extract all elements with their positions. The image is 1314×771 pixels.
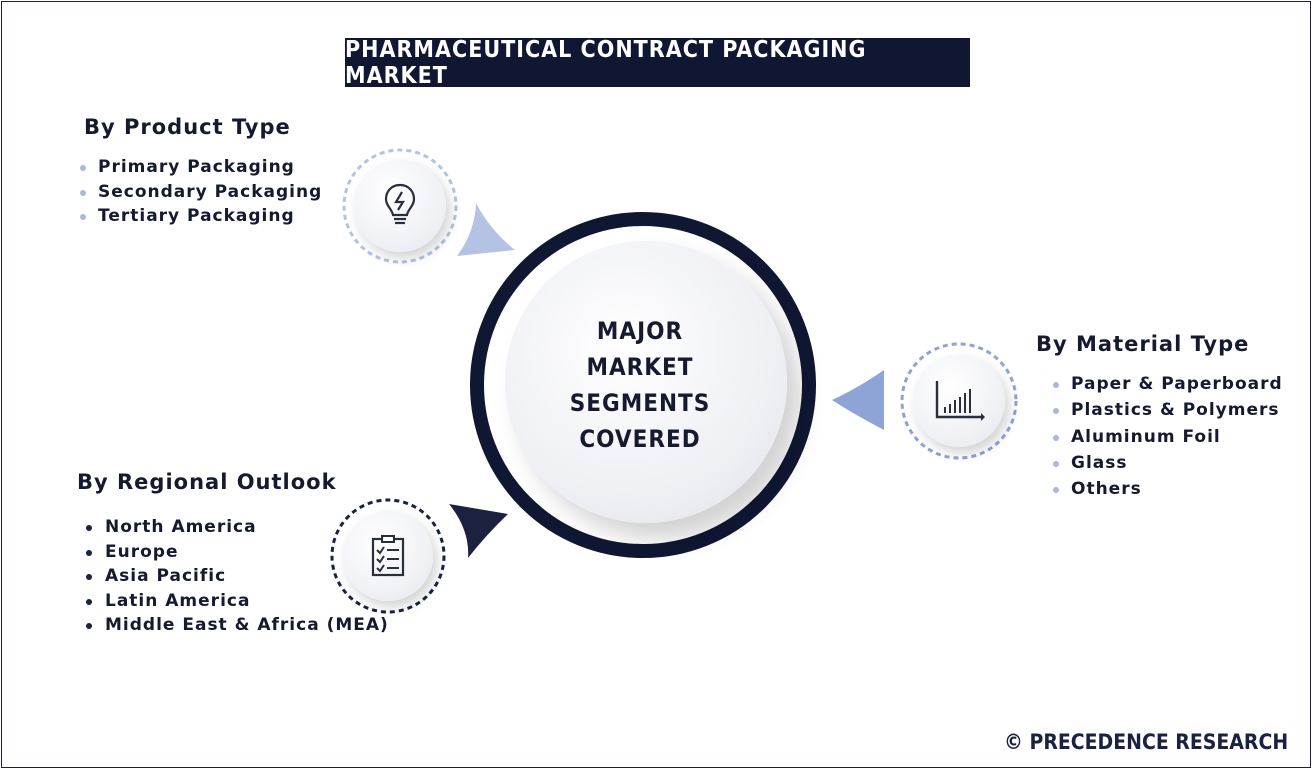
list-item: Others [1053, 476, 1283, 502]
center-label-line: MARKET [586, 353, 694, 381]
center-label-line: COVERED [579, 425, 701, 453]
page-title: PHARMACEUTICAL CONTRACT PACKAGING MARKET [345, 37, 970, 89]
lightbulb-icon [384, 183, 416, 225]
product-icon-disc [354, 160, 446, 252]
material-type-heading: By Material Type [1036, 332, 1250, 356]
list-item: Secondary Packaging [80, 180, 322, 205]
list-item: Primary Packaging [80, 155, 322, 180]
regional-arrow [449, 504, 508, 558]
regional-outlook-list: North America Europe Asia Pacific Latin … [78, 515, 389, 638]
list-item: Latin America [78, 589, 389, 614]
product-type-list: Primary Packaging Secondary Packaging Te… [80, 155, 322, 229]
center-label-line: MAJOR [596, 317, 684, 345]
list-item: North America [78, 515, 389, 540]
material-type-list: Paper & Paperboard Plastics & Polymers A… [1053, 371, 1283, 502]
checklist-icon [371, 535, 405, 577]
list-item: Europe [78, 540, 389, 565]
list-item: Middle East & Africa (MEA) [78, 613, 389, 638]
center-label-line: SEGMENTS [569, 389, 711, 417]
list-item: Tertiary Packaging [80, 204, 322, 229]
product-dashed-ring [342, 148, 458, 264]
material-arrow [832, 370, 884, 430]
list-item: Glass [1053, 450, 1283, 476]
regional-outlook-heading: By Regional Outlook [77, 470, 337, 494]
list-item: Asia Pacific [78, 564, 389, 589]
list-item: Paper & Paperboard [1053, 371, 1283, 397]
material-dashed-ring [900, 342, 1018, 460]
product-arrow [457, 203, 515, 256]
center-label: MAJOR MARKET SEGMENTS COVERED [505, 313, 775, 457]
list-item: Plastics & Polymers [1053, 397, 1283, 423]
list-item: Aluminum Foil [1053, 424, 1283, 450]
product-type-heading: By Product Type [84, 115, 291, 139]
material-icon-disc [913, 355, 1005, 447]
regional-icon-disc [343, 511, 433, 601]
brand-logo: © PRECEDENCE RESEARCH [1004, 730, 1289, 754]
regional-dashed-ring [330, 498, 446, 614]
bar-chart-icon [935, 381, 985, 421]
center-disc [505, 241, 787, 523]
